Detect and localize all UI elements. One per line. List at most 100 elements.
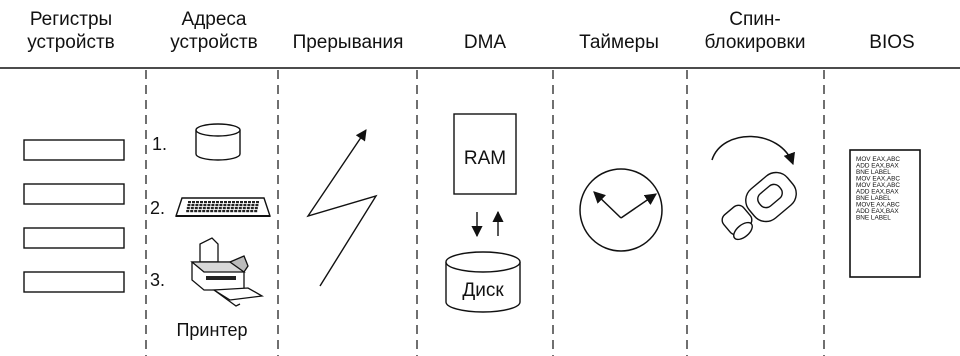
- column-header-bios: BIOS: [824, 8, 960, 54]
- column-separators: [145, 70, 825, 356]
- bios-code-line: ADD EAX,BAX: [856, 208, 899, 215]
- keyboard-key: [200, 201, 203, 204]
- keyboard-key: [255, 204, 259, 207]
- keyboard-key: [211, 204, 215, 207]
- header-line: Прерывания: [292, 32, 404, 53]
- keyboard-key: [212, 201, 215, 204]
- disk-label: Диск: [462, 280, 504, 301]
- keyboard-key: [218, 210, 222, 213]
- bios-code-line: ADD EAX,BAX: [856, 189, 899, 196]
- device-registers-group: [23, 139, 125, 293]
- keyboard-key: [222, 210, 226, 213]
- keyboard-key: [226, 210, 230, 213]
- keyboard-key: [216, 201, 219, 204]
- keyboard-key: [254, 210, 258, 213]
- header-line: Спин-: [729, 9, 781, 30]
- device-number-3: 3.: [150, 270, 165, 290]
- keyboard-key: [254, 207, 258, 210]
- keyboard-key: [204, 201, 207, 204]
- keyboard-key: [242, 207, 246, 210]
- lock-icon: [721, 171, 797, 241]
- header-line: BIOS: [869, 32, 915, 53]
- ram-label: RAM: [464, 148, 506, 169]
- header-line: блокировки: [704, 32, 806, 53]
- keyboard-key: [198, 210, 202, 213]
- header-line: устройств: [27, 32, 115, 53]
- keyboard-key: [192, 201, 195, 204]
- register-box: [23, 227, 125, 249]
- keyboard-key: [194, 210, 198, 213]
- interrupt-signal-arrow: [306, 129, 378, 287]
- keyboard-key: [206, 207, 210, 210]
- keyboard-key: [214, 207, 218, 210]
- bios-code-line: MOV EAX,ABC: [856, 182, 900, 189]
- keyboard-key: [203, 204, 207, 207]
- register-box: [23, 183, 125, 205]
- keyboard-key: [231, 204, 235, 207]
- keyboard-key: [220, 201, 223, 204]
- device-number-2: 2.: [150, 198, 165, 218]
- keyboard-key: [234, 210, 238, 213]
- keyboard-key: [210, 207, 214, 210]
- keyboard-key: [224, 201, 227, 204]
- keyboard-key: [248, 201, 251, 204]
- bios-code-line: BNE LABEL: [856, 195, 891, 202]
- keyboard-key: [230, 207, 234, 210]
- keyboard-key: [250, 210, 254, 213]
- keyboard-key: [210, 210, 214, 213]
- keyboard-key: [228, 201, 231, 204]
- keyboard-key: [194, 207, 198, 210]
- register-box: [23, 139, 125, 161]
- keyboard-icon: [175, 197, 271, 217]
- bios-code-line: BNE LABEL: [856, 169, 891, 176]
- keyboard-key: [246, 210, 250, 213]
- keyboard-key: [187, 204, 191, 207]
- column-header-registers: Регистры устройств: [10, 8, 132, 54]
- keyboard-key: [243, 204, 247, 207]
- column-header-spinlocks: Спин- блокировки: [686, 8, 824, 54]
- header-line: устройств: [170, 32, 258, 53]
- column-header-timers: Таймеры: [552, 8, 686, 54]
- bios-code-line: MOV EAX,ABC: [856, 176, 900, 183]
- keyboard-key: [196, 201, 199, 204]
- bios-code-line: ADD EAX,BAX: [856, 163, 899, 170]
- column-header-addresses: Адреса устройств: [150, 8, 278, 54]
- bios-code-lines: MOV EAX,ABC ADD EAX,BAX BNE LABEL MOV EA…: [856, 156, 900, 222]
- keyboard-key: [230, 210, 234, 213]
- keyboard-key: [202, 210, 206, 213]
- printer-icon: [190, 237, 265, 307]
- device-number-1: 1.: [152, 134, 167, 154]
- keyboard-key: [214, 210, 218, 213]
- keyboard-key: [234, 207, 238, 210]
- keyboard-key: [252, 201, 255, 204]
- bios-listing-page: [849, 149, 921, 278]
- keyboard-key: [222, 207, 226, 210]
- column-header-interrupts: Прерывания: [278, 8, 418, 54]
- header-line: Таймеры: [579, 32, 659, 53]
- ram-box: [453, 113, 517, 195]
- keyboard-key: [251, 204, 255, 207]
- keyboard-key: [244, 201, 247, 204]
- keyboard-key: [202, 207, 206, 210]
- keyboard-key: [198, 207, 202, 210]
- keyboard-key: [250, 207, 254, 210]
- keyboard-key: [232, 201, 235, 204]
- keyboard-key: [240, 201, 243, 204]
- keyboard-key: [199, 204, 203, 207]
- keyboard-key: [235, 204, 239, 207]
- keyboard-key: [223, 204, 227, 207]
- keyboard-key: [226, 207, 230, 210]
- keyboard-key: [227, 204, 231, 207]
- keyboard-key: [188, 201, 191, 204]
- keyboard-key: [256, 201, 259, 204]
- disk-cylinder-icon: [195, 123, 241, 161]
- bios-code-line: MOV EAX,ABC: [856, 156, 900, 163]
- keyboard-key: [206, 210, 210, 213]
- keyboard-key: [190, 210, 194, 213]
- disk-storage-icon: [445, 251, 521, 313]
- header-line: Регистры: [29, 9, 113, 30]
- keyboard-key: [218, 207, 222, 210]
- keyboard-key: [191, 204, 195, 207]
- keyboard-key: [186, 207, 190, 210]
